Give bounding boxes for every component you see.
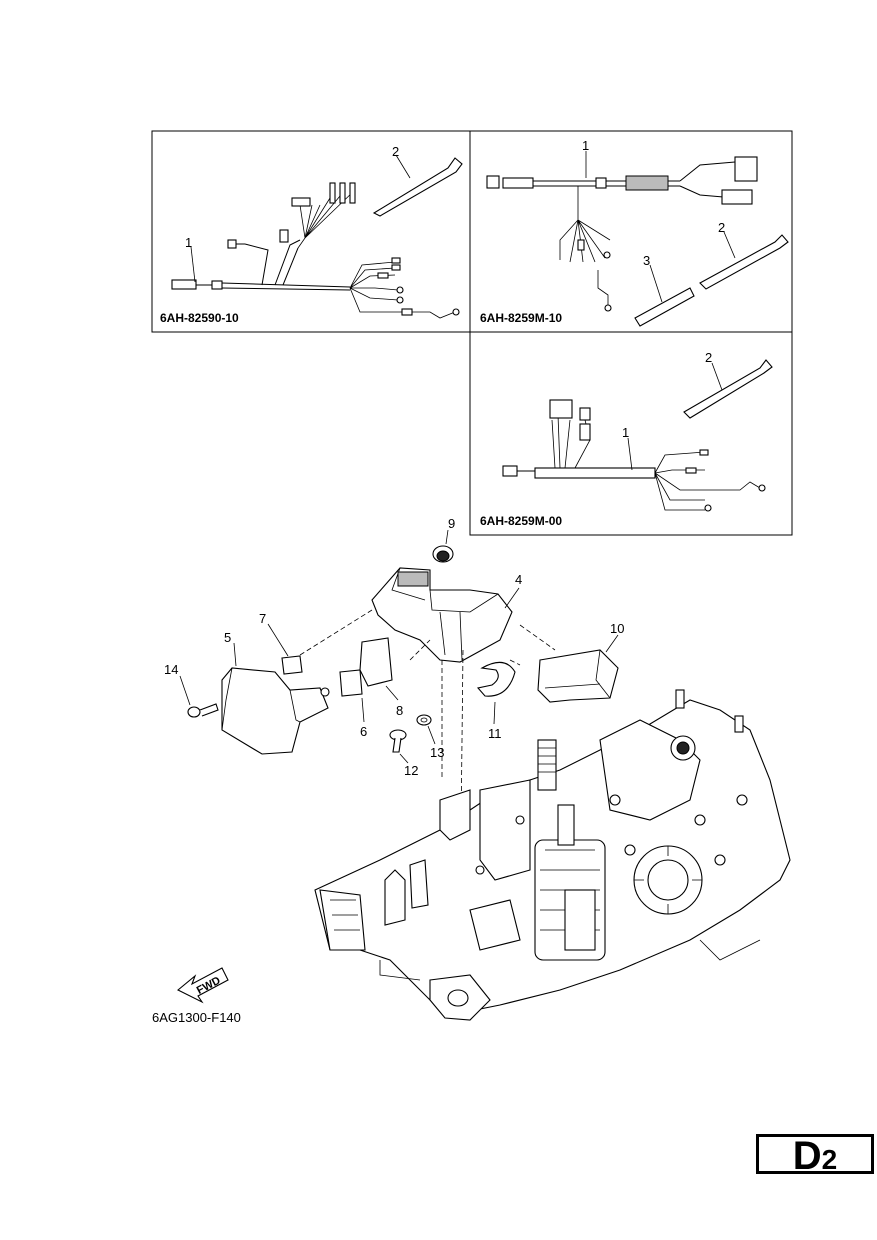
callout-4: 4 xyxy=(515,572,522,587)
plate xyxy=(339,669,363,697)
part-code-6ah-82590-10: 6AH-82590-10 xyxy=(160,311,239,325)
grommet xyxy=(432,529,454,563)
cover xyxy=(221,667,329,755)
protective-tube xyxy=(634,287,695,327)
box-6ah-8259m-10: 1 2 3 6AH-8259M-10 xyxy=(469,130,793,333)
bolt xyxy=(389,729,409,764)
callout-5: 5 xyxy=(224,630,231,645)
cable-tie-c xyxy=(683,359,773,419)
callout-1: 1 xyxy=(185,235,192,250)
callout-2: 2 xyxy=(392,144,399,159)
cable-tie-b xyxy=(699,234,789,290)
callout-10: 10 xyxy=(610,621,624,636)
part-code-6ah-8259m-00: 6AH-8259M-00 xyxy=(480,514,562,528)
callout-1: 1 xyxy=(622,425,629,440)
callout-1: 1 xyxy=(582,138,589,153)
callout-12: 12 xyxy=(404,763,418,778)
holder xyxy=(537,649,619,703)
section-badge: D2 xyxy=(756,1134,874,1176)
fwd-label: FWD xyxy=(195,974,223,996)
retainer-plate xyxy=(359,637,393,687)
wire-harness-c xyxy=(502,399,766,512)
callout-7: 7 xyxy=(259,611,266,626)
section-number: 2 xyxy=(821,1144,838,1175)
callout-8: 8 xyxy=(396,703,403,718)
washer xyxy=(416,714,436,745)
box-6ah-8259m-00: 1 2 6AH-8259M-00 xyxy=(469,331,793,536)
screw xyxy=(179,675,219,718)
callout-13: 13 xyxy=(430,745,444,760)
callout-14: 14 xyxy=(164,662,178,677)
callout-11: 11 xyxy=(488,726,502,741)
cable-tie-a xyxy=(372,157,463,217)
engine-block xyxy=(314,689,791,1021)
exploded-assembly xyxy=(179,529,619,921)
section-letter: D xyxy=(792,1134,822,1178)
callout-6: 6 xyxy=(360,724,367,739)
box-6ah-82590-10: 1 2 6AH-82590-10 xyxy=(151,130,471,333)
callout-9: 9 xyxy=(448,516,455,531)
clamp xyxy=(476,661,516,697)
wire-harness-a xyxy=(171,182,460,319)
section-badge-text: D2 xyxy=(759,1136,871,1176)
fwd-arrow-icon: FWD xyxy=(176,967,229,1004)
bracket xyxy=(371,567,513,663)
callout-2: 2 xyxy=(705,350,712,365)
callout-2: 2 xyxy=(718,220,725,235)
part-code-6ah-8259m-10: 6AH-8259M-10 xyxy=(480,311,562,325)
gasket xyxy=(281,655,303,675)
figure-code: 6AG1300-F140 xyxy=(152,1010,241,1025)
callout-3: 3 xyxy=(643,253,650,268)
wire-harness-b xyxy=(486,156,758,312)
